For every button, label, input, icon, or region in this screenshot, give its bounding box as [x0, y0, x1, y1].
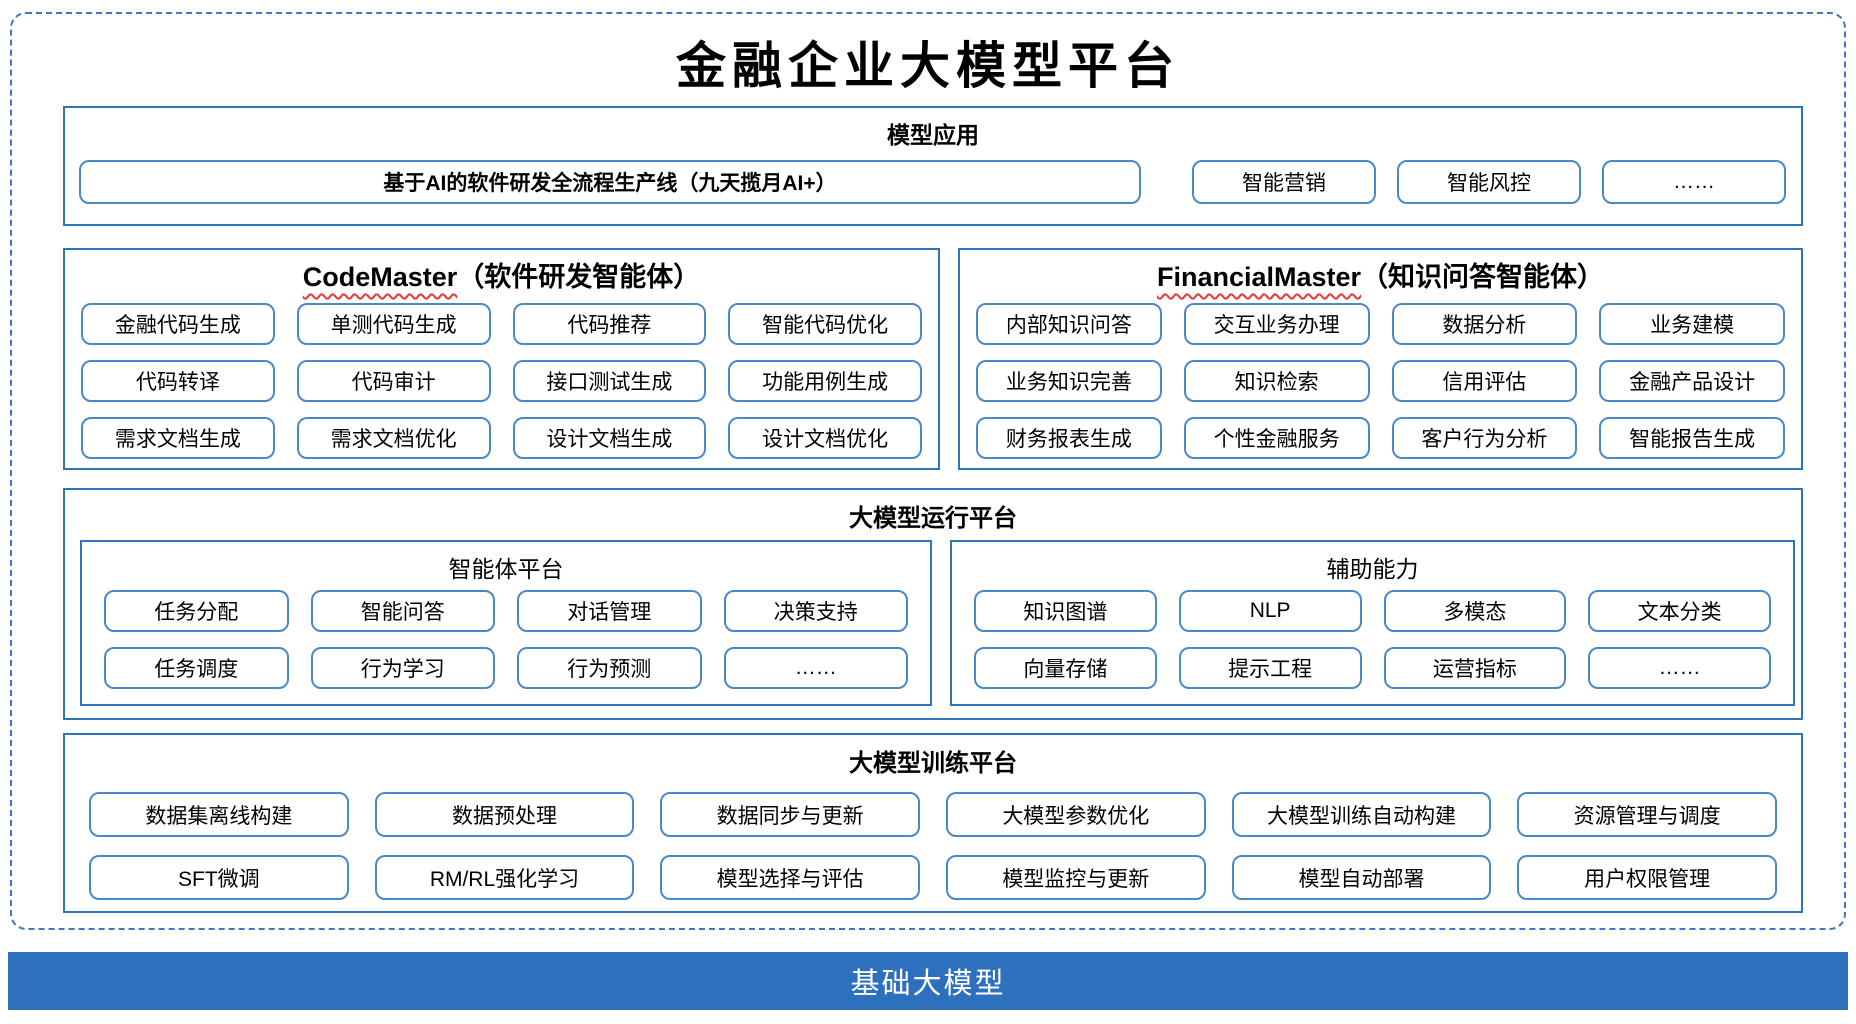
model-application-section: 模型应用 基于AI的软件研发全流程生产线（九天揽月AI+） 智能营销 智能风控 … — [63, 106, 1803, 226]
financialmaster-title-en: FinancialMaster — [1156, 262, 1362, 292]
codemaster-item: 需求文档优化 — [296, 417, 491, 459]
codemaster-item: 金融代码生成 — [81, 303, 275, 345]
codemaster-item: 代码审计 — [296, 360, 491, 402]
financialmaster-grid: 内部知识问答 交互业务办理 数据分析 业务建模 业务知识完善 知识检索 信用评估… — [960, 294, 1801, 468]
codemaster-title-en: CodeMaster — [302, 262, 458, 292]
financialmaster-item: 客户行为分析 — [1391, 417, 1578, 459]
training-platform-item: 模型监控与更新 — [945, 855, 1206, 900]
ai-pipeline-box: 基于AI的软件研发全流程生产线（九天揽月AI+） — [79, 160, 1141, 204]
financialmaster-title: FinancialMaster（知识问答智能体） — [960, 250, 1801, 294]
aux-ability-item: 提示工程 — [1178, 647, 1362, 689]
aux-ability-item: 多模态 — [1383, 590, 1567, 632]
financialmaster-item: 内部知识问答 — [976, 303, 1162, 345]
page-title: 金融企业大模型平台 — [676, 36, 1180, 95]
financialmaster-item: 财务报表生成 — [976, 417, 1162, 459]
financialmaster-section: FinancialMaster（知识问答智能体） 内部知识问答 交互业务办理 数… — [958, 248, 1803, 470]
app-item-smart-marketing: 智能营销 — [1192, 160, 1376, 204]
codemaster-item: 智能代码优化 — [728, 303, 922, 345]
training-platform-item: 数据集离线构建 — [89, 792, 349, 837]
training-platform-item: 数据同步与更新 — [660, 792, 920, 837]
model-application-header: 模型应用 — [887, 122, 979, 148]
agent-platform-item: 智能问答 — [310, 590, 495, 632]
training-platform-item: RM/RL强化学习 — [374, 855, 635, 900]
training-platform-item: 大模型训练自动构建 — [1231, 792, 1492, 837]
financialmaster-title-zh: （知识问答智能体） — [1361, 262, 1605, 292]
training-platform-item: 资源管理与调度 — [1517, 792, 1777, 837]
codemaster-item: 设计文档生成 — [512, 417, 707, 459]
training-platform-item: 用户权限管理 — [1517, 855, 1777, 900]
financialmaster-item: 智能报告生成 — [1599, 417, 1785, 459]
agent-platform-item: 决策支持 — [723, 590, 908, 632]
codemaster-grid: 金融代码生成 单测代码生成 代码推荐 智能代码优化 代码转译 代码审计 接口测试… — [65, 294, 938, 468]
codemaster-item: 单测代码生成 — [296, 303, 491, 345]
training-platform-item: 大模型参数优化 — [945, 792, 1206, 837]
aux-ability-item: NLP — [1178, 590, 1362, 632]
training-platform-grid: 数据集离线构建 数据预处理 数据同步与更新 大模型参数优化 大模型训练自动构建 … — [65, 778, 1801, 914]
training-platform-item: 数据预处理 — [374, 792, 635, 837]
base-model-label: 基础大模型 — [850, 968, 1006, 1000]
aux-ability-item: 向量存储 — [974, 647, 1157, 689]
financialmaster-item: 金融产品设计 — [1599, 360, 1785, 402]
training-platform-item: 模型自动部署 — [1231, 855, 1492, 900]
aux-ability-item: 运营指标 — [1383, 647, 1567, 689]
financialmaster-item: 业务知识完善 — [976, 360, 1162, 402]
base-model-bar: 基础大模型 — [8, 952, 1848, 1010]
agent-platform-title: 智能体平台 — [448, 556, 564, 582]
financialmaster-item: 交互业务办理 — [1183, 303, 1370, 345]
codemaster-item: 接口测试生成 — [512, 360, 707, 402]
agent-platform-item: 行为学习 — [310, 647, 495, 689]
agent-platform-item: 行为预测 — [517, 647, 702, 689]
training-platform-header: 大模型训练平台 — [849, 750, 1017, 777]
runtime-platform-header: 大模型运行平台 — [849, 505, 1017, 532]
training-platform-item: 模型选择与评估 — [660, 855, 920, 900]
aux-ability-grid: 知识图谱 NLP 多模态 文本分类 向量存储 提示工程 运营指标 …… — [952, 584, 1793, 695]
agent-platform-grid: 任务分配 智能问答 对话管理 决策支持 任务调度 行为学习 行为预测 …… — [82, 584, 930, 695]
app-item-ellipsis: …… — [1602, 160, 1786, 204]
financialmaster-item: 知识检索 — [1183, 360, 1370, 402]
financialmaster-item: 信用评估 — [1391, 360, 1578, 402]
agent-platform-panel: 智能体平台 任务分配 智能问答 对话管理 决策支持 任务调度 行为学习 行为预测… — [80, 540, 932, 706]
financialmaster-item: 数据分析 — [1391, 303, 1578, 345]
codemaster-section: CodeMaster（软件研发智能体） 金融代码生成 单测代码生成 代码推荐 智… — [63, 248, 940, 470]
agent-platform-item: 对话管理 — [517, 590, 702, 632]
codemaster-title-zh: （软件研发智能体） — [457, 262, 701, 292]
aux-ability-item: 知识图谱 — [974, 590, 1157, 632]
codemaster-item: 需求文档生成 — [81, 417, 275, 459]
dashed-outer-frame — [10, 12, 1846, 930]
financialmaster-item: 个性金融服务 — [1183, 417, 1370, 459]
agent-platform-item: 任务调度 — [104, 647, 289, 689]
agent-platform-item: …… — [723, 647, 908, 689]
codemaster-title: CodeMaster（软件研发智能体） — [65, 250, 938, 294]
app-item-smart-risk-control: 智能风控 — [1397, 160, 1581, 204]
financialmaster-item: 业务建模 — [1599, 303, 1785, 345]
codemaster-item: 代码推荐 — [512, 303, 707, 345]
agent-platform-item: 任务分配 — [104, 590, 289, 632]
aux-ability-item: …… — [1588, 647, 1771, 689]
runtime-platform-section: 大模型运行平台 智能体平台 任务分配 智能问答 对话管理 决策支持 任务调度 行… — [63, 488, 1803, 720]
codemaster-item: 代码转译 — [81, 360, 275, 402]
training-platform-item: SFT微调 — [89, 855, 349, 900]
aux-ability-item: 文本分类 — [1588, 590, 1771, 632]
codemaster-item: 设计文档优化 — [728, 417, 922, 459]
model-application-row: 基于AI的软件研发全流程生产线（九天揽月AI+） 智能营销 智能风控 …… — [65, 150, 1801, 204]
codemaster-item: 功能用例生成 — [728, 360, 922, 402]
aux-ability-title: 辅助能力 — [1326, 556, 1419, 582]
training-platform-section: 大模型训练平台 数据集离线构建 数据预处理 数据同步与更新 大模型参数优化 大模… — [63, 733, 1803, 913]
aux-ability-panel: 辅助能力 知识图谱 NLP 多模态 文本分类 向量存储 提示工程 运营指标 …… — [950, 540, 1795, 706]
